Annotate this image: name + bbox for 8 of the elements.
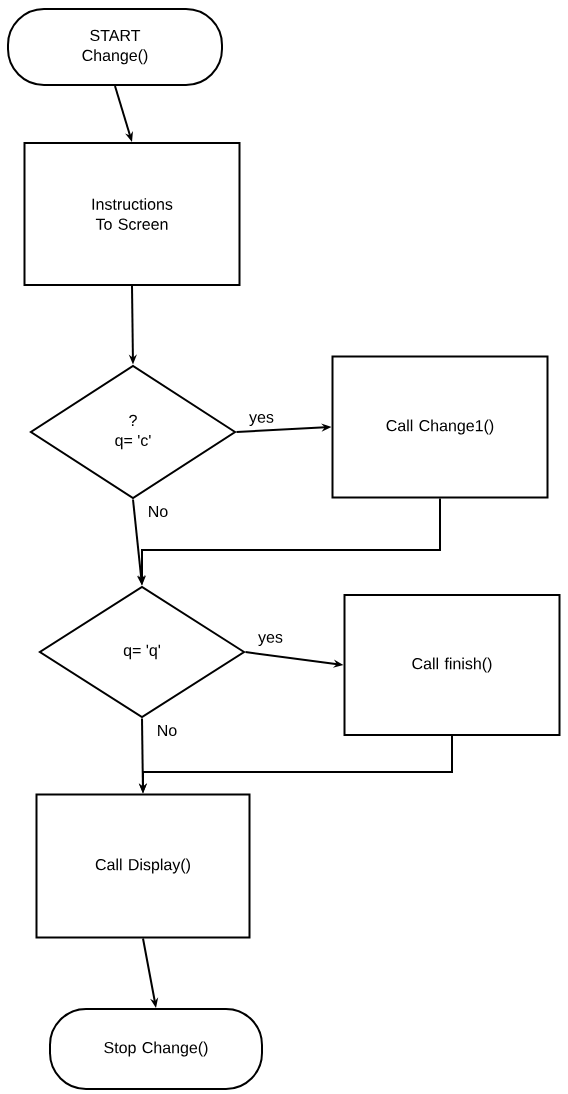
edge-label: yes: [257, 633, 284, 647]
edge-label: No: [146, 504, 170, 519]
edge-label: No: [155, 723, 179, 738]
process-box: Call Display(): [35, 793, 251, 939]
process-box: Instructions To Screen: [23, 142, 241, 286]
edge-label: yes: [248, 413, 275, 427]
process-box: Call Change1(): [331, 355, 549, 499]
process-box: Call finish(): [343, 594, 561, 736]
